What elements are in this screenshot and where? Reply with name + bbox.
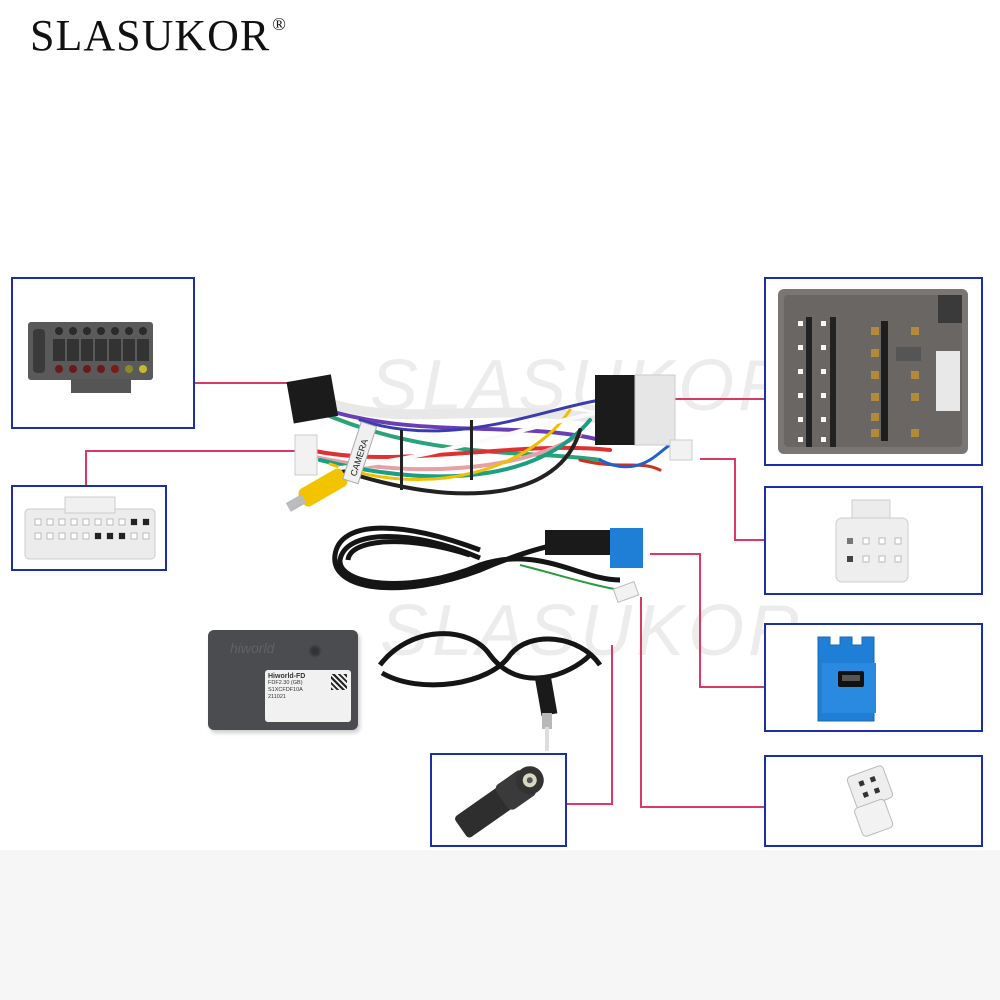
leader-line xyxy=(699,553,701,687)
car-side-connector-icon xyxy=(778,289,968,454)
leader-line xyxy=(611,645,613,805)
small-white-plug xyxy=(669,439,693,461)
antenna-cable xyxy=(378,631,603,751)
8pin-connector-icon xyxy=(835,499,909,583)
speaker-grille-icon xyxy=(308,644,322,658)
leader-line xyxy=(734,458,736,540)
module-label: Hiworld-FD FDF2.30 (GB) S1XCFDF10A 21102… xyxy=(265,670,351,722)
leader-line xyxy=(85,450,300,452)
car-plug xyxy=(595,375,640,445)
product-floor-shadow xyxy=(0,850,1000,1000)
label-line: S1XCFDF10A xyxy=(268,687,303,693)
usb-connector-icon xyxy=(817,636,876,722)
white-plug xyxy=(294,434,318,476)
leader-line xyxy=(640,597,642,807)
antenna-connector-icon xyxy=(455,766,544,838)
iso-plug xyxy=(286,374,339,424)
label-line: FDF2.30 (GB) xyxy=(268,680,303,686)
connector-box-antenna xyxy=(430,753,567,847)
module-logo: hiworld xyxy=(230,640,275,656)
leader-line xyxy=(565,803,613,805)
registered-mark: ® xyxy=(272,14,287,34)
leader-line xyxy=(675,398,765,400)
leader-line xyxy=(734,539,765,541)
leader-line xyxy=(640,806,765,808)
connector-box-8pin xyxy=(764,486,983,595)
brand-name: SLASUKOR xyxy=(30,11,271,60)
connector-box-4pin xyxy=(764,755,983,847)
canbus-decoder-module: hiworld Hiworld-FD FDF2.30 (GB) S1XCFDF1… xyxy=(208,630,358,730)
connector-box-usb xyxy=(764,623,983,732)
4pin-connector-icon xyxy=(846,765,894,837)
white-multipin-connector-icon xyxy=(24,496,156,560)
leader-line xyxy=(700,458,735,460)
blue-usb-plug xyxy=(610,528,643,568)
leader-line xyxy=(85,450,87,485)
brand-logo: SLASUKOR® xyxy=(30,10,287,61)
leader-line xyxy=(699,686,765,688)
label-line: 211021 xyxy=(268,694,286,700)
connector-box-white-multipin xyxy=(11,485,167,571)
leader-line xyxy=(650,553,700,555)
wiring-harness: CAMERA xyxy=(285,374,693,512)
usb-cable xyxy=(332,525,643,603)
leader-line xyxy=(193,382,303,384)
connector-box-16pin xyxy=(11,277,195,429)
connector-box-car-side xyxy=(764,277,983,466)
rca-camera-plug xyxy=(285,468,348,512)
16pin-connector-icon xyxy=(28,322,153,393)
label-line: Hiworld-FD xyxy=(268,673,306,680)
qr-code-icon xyxy=(331,674,347,690)
